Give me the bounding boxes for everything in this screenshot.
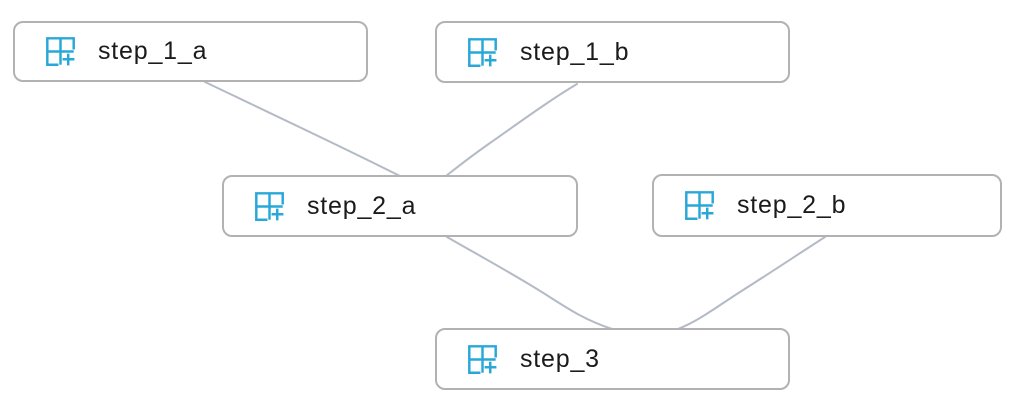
node-step_1_b[interactable]: step_1_b	[435, 21, 790, 83]
table-add-icon	[44, 35, 77, 68]
node-step_2_b[interactable]: step_2_b	[652, 174, 1002, 237]
node-label: step_1_a	[98, 37, 208, 65]
edge-step_2_a-step_3	[446, 236, 613, 330]
node-label: step_1_b	[520, 37, 630, 66]
edge-step_2_b-step_3	[677, 236, 826, 330]
node-label: step_2_b	[737, 191, 847, 219]
table-add-icon	[683, 189, 716, 222]
node-label: step_2_a	[307, 191, 417, 220]
edge-step_1_b-step_2_a	[445, 83, 578, 177]
node-label: step_3	[520, 344, 600, 373]
table-add-icon	[466, 343, 499, 376]
node-step_2_a[interactable]: step_2_a	[222, 175, 578, 237]
node-step_3[interactable]: step_3	[435, 328, 790, 390]
table-add-icon	[466, 36, 499, 69]
node-step_1_a[interactable]: step_1_a	[13, 21, 368, 82]
table-add-icon	[253, 190, 286, 223]
edge-step_1_a-step_2_a	[204, 81, 401, 177]
